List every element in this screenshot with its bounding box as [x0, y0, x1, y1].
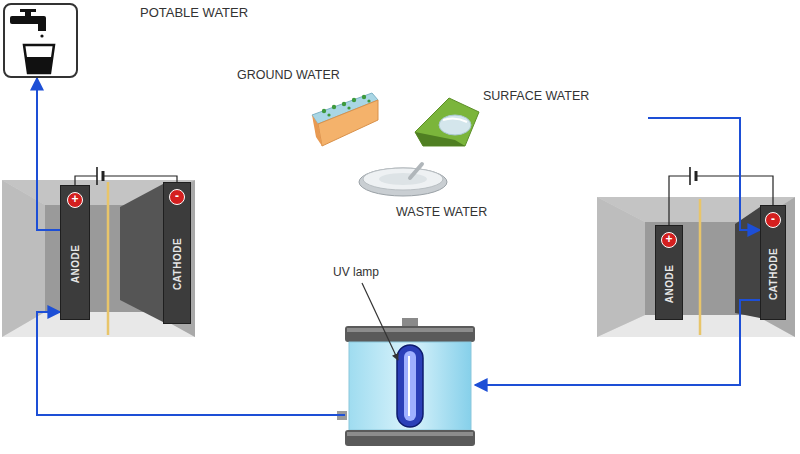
- uv-reactor-body: [337, 318, 475, 446]
- polarity-sign: -: [169, 189, 185, 205]
- polarity-sign: +: [661, 232, 677, 248]
- flow-arrow: [648, 118, 760, 230]
- node-label: SURFACE WATER: [483, 89, 589, 103]
- electrode-name-holder: ANODE: [61, 212, 89, 315]
- electrode-name-holder: CATHODE: [164, 209, 190, 319]
- anode-plate: + ANODE: [60, 185, 90, 320]
- flow-arrow: [37, 78, 60, 230]
- electrode-name: CATHODE: [172, 238, 183, 290]
- polarity-holder: +: [67, 192, 83, 208]
- node-label: GROUND WATER: [237, 68, 340, 82]
- tap-icon: [10, 9, 54, 73]
- cathode-plate: - CATHODE: [163, 182, 191, 324]
- cell-housing: [597, 197, 795, 337]
- label-holder: UV lamp: [333, 262, 379, 280]
- electrode-name: ANODE: [70, 244, 81, 283]
- cathode-plate: - CATHODE: [760, 205, 786, 320]
- label-holder: POTABLE WATER: [140, 3, 248, 21]
- surface-water-icon: [415, 98, 479, 146]
- node-label: POTABLE WATER: [140, 5, 248, 20]
- waste-water-icon: [359, 164, 447, 196]
- flow-arrow: [475, 300, 760, 385]
- node-label: UV lamp: [333, 265, 379, 279]
- electrode-name-holder: CATHODE: [761, 232, 785, 315]
- label-holder: WASTE WATER: [396, 202, 487, 220]
- electrode-name: CATHODE: [768, 247, 779, 299]
- source-icon: SURFACE WATER: [413, 84, 648, 150]
- outlet-box: POTABLE WATER: [3, 3, 78, 78]
- cell-housing: [2, 180, 195, 337]
- polarity-sign: -: [765, 212, 781, 228]
- polarity-holder: +: [661, 232, 677, 248]
- uv-reactor: UV lamp: [345, 318, 475, 446]
- label-holder: GROUND WATER: [237, 65, 340, 83]
- source-icon: GROUND WATER: [235, 63, 380, 150]
- source-icon: WASTE WATER: [356, 156, 542, 220]
- electrode-name: ANODE: [664, 264, 675, 303]
- node-label: WASTE WATER: [396, 205, 487, 219]
- polarity-holder: -: [765, 212, 781, 228]
- polarity-holder: -: [169, 189, 185, 205]
- flow-arrow: [37, 312, 345, 415]
- ground-water-icon: [312, 93, 378, 146]
- anode-plate: + ANODE: [655, 225, 683, 320]
- leader-line: [362, 283, 398, 360]
- polarity-sign: +: [67, 192, 83, 208]
- label-holder: SURFACE WATER: [483, 86, 589, 104]
- electrode-name-holder: ANODE: [656, 252, 682, 315]
